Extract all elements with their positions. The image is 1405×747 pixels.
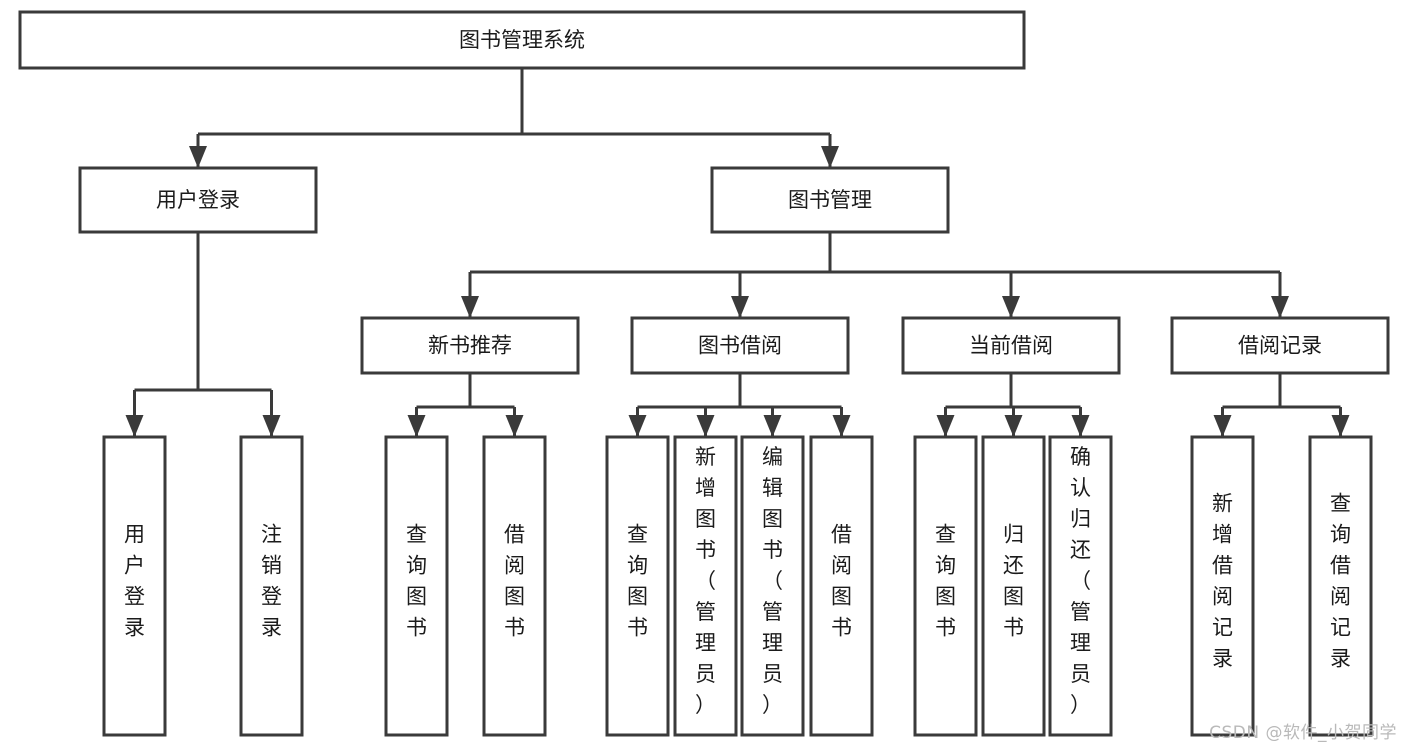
node-leaf_user_logout-rect: [239, 435, 304, 737]
node-borrow_record-rect: [1170, 316, 1390, 375]
arrow-head-icon-book_borrow: [731, 296, 749, 318]
node-leaf_user_login-label: 用户登录: [124, 523, 145, 640]
arrow-head-icon-borrow_record: [1271, 296, 1289, 318]
node-user_login-rect: [78, 166, 318, 234]
node-leaf_query_book_1-rect: [384, 435, 449, 737]
arrow-head-icon-leaf_add_book: [696, 415, 715, 437]
arrow-head-icon-new_book_rec: [461, 296, 479, 318]
arrow-head-icon-leaf_query_record: [1331, 415, 1350, 437]
arrow-head-icon-leaf_query_book_1: [407, 415, 426, 437]
node-book_mgmt[interactable]: 图书管理: [710, 166, 950, 234]
arrow-head-icon-leaf_query_book_2: [628, 415, 647, 437]
node-leaf_query_book_1[interactable]: 查询图书: [384, 435, 449, 737]
node-root[interactable]: 图书管理系统: [18, 10, 1026, 70]
arrow-head-icon-user_login: [189, 146, 207, 168]
node-new_book_rec-label: 新书推荐: [428, 334, 512, 358]
node-leaf_query_book_3[interactable]: 查询图书: [913, 435, 978, 737]
node-leaf_return_book-rect: [981, 435, 1046, 737]
node-leaf_borrow_book_1[interactable]: 借阅图书: [482, 435, 547, 737]
node-leaf_borrow_book_1-label: 借阅图书: [504, 523, 525, 640]
node-leaf_edit_book[interactable]: 编辑图书（管理员）: [740, 435, 805, 737]
node-leaf_confirm_return[interactable]: 确认归还（管理员）: [1048, 435, 1113, 737]
node-leaf_edit_book-label: 编辑图书（管理员）: [762, 445, 783, 717]
arrow-head-icon-current_borrow: [1002, 296, 1020, 318]
node-new_book_rec-rect: [360, 316, 580, 375]
node-leaf_query_record-rect: [1308, 435, 1373, 737]
node-book_mgmt-rect: [710, 166, 950, 234]
node-book_borrow[interactable]: 图书借阅: [630, 316, 850, 375]
node-current_borrow-label: 当前借阅: [969, 334, 1053, 358]
node-leaf_borrow_book_2-rect: [809, 435, 874, 737]
node-root-rect: [18, 10, 1026, 70]
node-borrow_record-label: 借阅记录: [1238, 334, 1322, 358]
node-user_login-label: 用户登录: [156, 188, 240, 212]
node-leaf_query_record[interactable]: 查询借阅记录: [1308, 435, 1373, 737]
node-leaf_query_book_1-label: 查询图书: [406, 523, 427, 640]
node-book_borrow-label: 图书借阅: [698, 334, 782, 358]
node-borrow_record[interactable]: 借阅记录: [1170, 316, 1390, 375]
node-leaf_borrow_book_2-label: 借阅图书: [831, 523, 852, 640]
node-leaf_query_book_2-rect: [605, 435, 670, 737]
arrow-head-icon-leaf_confirm_return: [1071, 415, 1090, 437]
node-leaf_query_book_3-rect: [913, 435, 978, 737]
node-current_borrow-rect: [901, 316, 1121, 375]
node-current_borrow[interactable]: 当前借阅: [901, 316, 1121, 375]
node-leaf_query_book_2[interactable]: 查询图书: [605, 435, 670, 737]
node-leaf_user_login-rect: [102, 435, 167, 737]
node-leaf_add_book[interactable]: 新增图书（管理员）: [673, 435, 738, 737]
node-leaf_edit_book-rect: [740, 435, 805, 737]
node-leaf_confirm_return-label: 确认归还（管理员）: [1070, 445, 1091, 717]
node-leaf_confirm_return-rect: [1048, 435, 1113, 737]
node-leaf_query_record-label: 查询借阅记录: [1330, 492, 1351, 671]
node-user_login[interactable]: 用户登录: [78, 166, 318, 234]
node-leaf_add_book-label: 新增图书（管理员）: [695, 445, 716, 717]
node-book_mgmt-label: 图书管理: [788, 188, 872, 212]
arrow-head-icon-book_mgmt: [821, 146, 839, 168]
node-new_book_rec[interactable]: 新书推荐: [360, 316, 580, 375]
node-leaf_borrow_book_1-rect: [482, 435, 547, 737]
node-leaf_borrow_book_2[interactable]: 借阅图书: [809, 435, 874, 737]
node-leaf_return_book-label: 归还图书: [1003, 523, 1024, 640]
node-leaf_add_record-label: 新增借阅记录: [1212, 492, 1233, 671]
arrow-head-icon-leaf_query_book_3: [936, 415, 955, 437]
node-leaf_user_logout-label: 注销登录: [261, 523, 282, 640]
node-leaf_user_logout[interactable]: 注销登录: [239, 435, 304, 737]
arrow-head-icon-leaf_return_book: [1004, 415, 1023, 437]
node-leaf_query_book_3-label: 查询图书: [935, 523, 956, 640]
arrow-head-icon-leaf_add_record: [1213, 415, 1232, 437]
node-leaf_query_book_2-label: 查询图书: [627, 523, 648, 640]
node-leaf_return_book[interactable]: 归还图书: [981, 435, 1046, 737]
arrow-head-icon-leaf_borrow_book_2: [832, 415, 851, 437]
node-leaf_add_book-rect: [673, 435, 738, 737]
node-root-label: 图书管理系统: [459, 28, 585, 52]
watermark-text: CSDN @软件_小贺同学: [1209, 723, 1397, 743]
node-leaf_add_record-rect: [1190, 435, 1255, 737]
arrow-head-icon-leaf_borrow_book_1: [505, 415, 524, 437]
node-leaf_user_login[interactable]: 用户登录: [102, 435, 167, 737]
arrow-head-icon-leaf_edit_book: [763, 415, 782, 437]
node-book_borrow-rect: [630, 316, 850, 375]
arrow-head-icon-leaf_user_logout: [262, 415, 281, 437]
arrow-head-icon-leaf_user_login: [125, 415, 144, 437]
node-leaf_add_record[interactable]: 新增借阅记录: [1190, 435, 1255, 737]
